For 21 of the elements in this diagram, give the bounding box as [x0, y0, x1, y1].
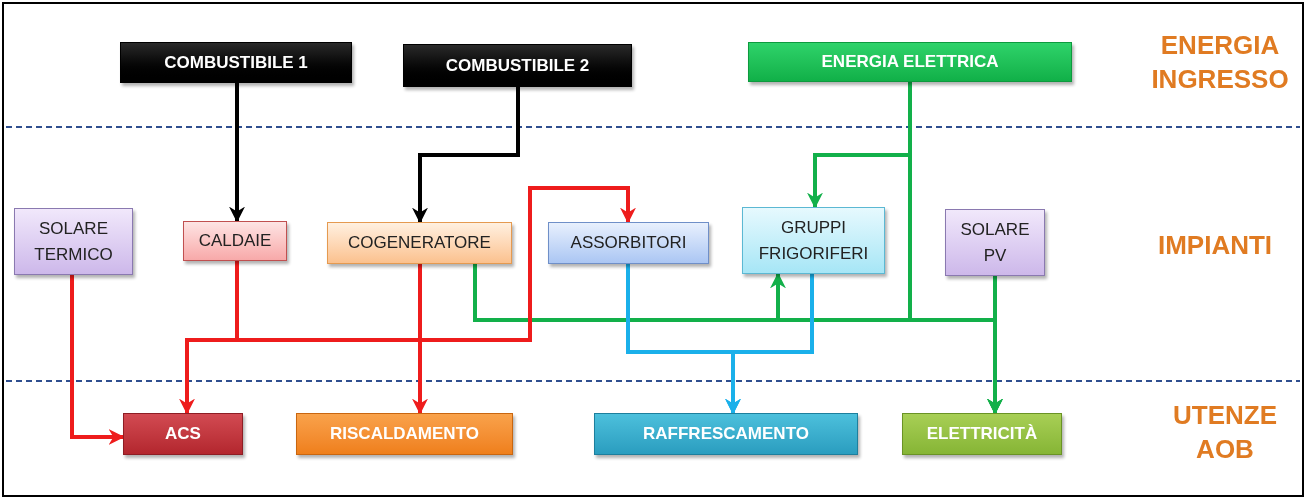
process-box: GRUPPI FRIGORIFERI — [742, 207, 885, 274]
process-box: CALDAIE — [183, 221, 287, 261]
process-box: RAFFRESCAMENTO — [594, 413, 858, 455]
arrow — [412, 87, 520, 224]
process-box: SOLARE PV — [945, 209, 1045, 276]
process-box: SOLARE TERMICO — [14, 208, 133, 275]
arrow — [229, 83, 245, 223]
section-label: ENERGIA INGRESSO — [1150, 29, 1290, 96]
section-label: UTENZE AOB — [1172, 399, 1278, 466]
process-box: RISCALDAMENTO — [296, 413, 513, 455]
process-box: ELETTRICITÀ — [902, 413, 1062, 455]
process-box: ASSORBITORI — [548, 222, 709, 264]
arrow — [412, 264, 428, 415]
arrow — [70, 275, 125, 445]
process-box: ENERGIA ELETTRICA — [748, 42, 1072, 82]
section-label: IMPIANTI — [1156, 229, 1274, 262]
process-box: ACS — [123, 413, 243, 455]
process-box: COMBUSTIBILE 2 — [403, 44, 632, 87]
process-box: COMBUSTIBILE 1 — [120, 42, 352, 83]
arrow — [235, 186, 636, 342]
process-box: COGENERATORE — [327, 222, 512, 264]
